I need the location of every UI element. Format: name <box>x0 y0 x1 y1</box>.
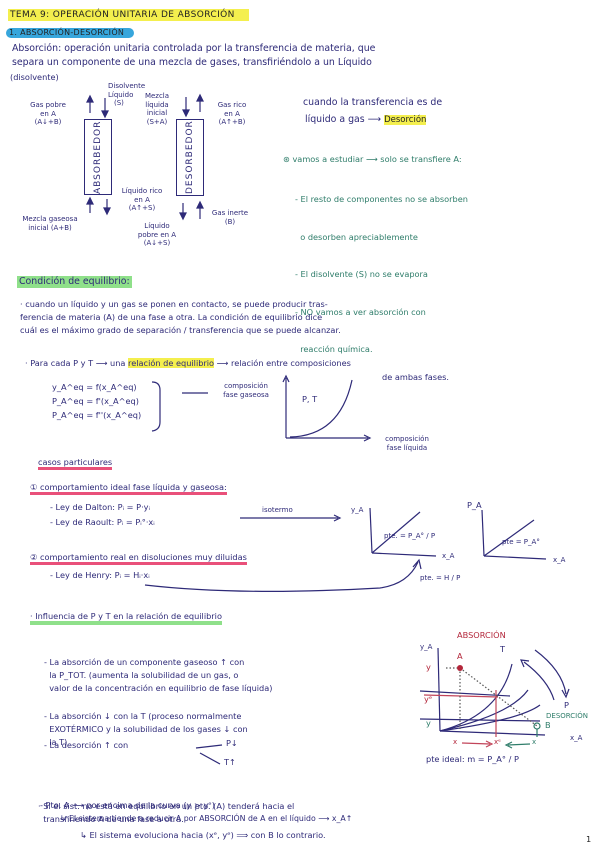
graph-xtick-x2: x <box>532 738 537 746</box>
influencia-heading: · Influencia de P y T en la relación de … <box>30 611 222 625</box>
estudio-item: o desorben apreciablemente <box>295 231 418 242</box>
graph-ytick-ye: yᵉ <box>424 694 433 704</box>
graph-ideal-slope: pte ideal: m = P_A° / P <box>426 754 519 764</box>
equilibrio-heading: Condición de equilibrio: <box>17 276 132 288</box>
graph-ylabel: y_A <box>420 643 433 651</box>
ley-henry: - Ley de Henry: Pᵢ = Hᵢ·xᵢ <box>50 570 150 580</box>
page-title: TEMA 9: OPERACIÓN UNITARIA DE ABSORCIÓN <box>8 9 249 21</box>
graph2-slope: pte = P_A° <box>502 538 540 546</box>
definition: Absorción: operación unitaria controlada… <box>12 43 375 55</box>
graph-title-absorcion: ABSORCIÓN <box>457 630 506 640</box>
equilibrio-equations: y_A^eq = f(x_A^eq) P_A^eq = f'(x_A^eq) P… <box>52 382 142 420</box>
section-heading-absorcion-desorcion: 1. ABSORCIÓN-DESORCIÓN <box>6 28 135 38</box>
equilibrio-para1: · cuando un líquido y un gas se ponen en… <box>20 299 341 335</box>
influencia-item3: - La desorción ↑ con <box>44 740 129 750</box>
graph-point-a: A <box>457 651 463 661</box>
equilibrio-para2: · Para cada P y T ⟶ una relación de equi… <box>25 358 351 368</box>
label-gas-inerte: Gas inerte(B) <box>211 209 249 226</box>
influencia-item1: - La absorción de un componente gaseoso … <box>44 657 273 693</box>
definition-line2: separa un componente de una mezcla de ga… <box>12 57 372 68</box>
graph-ytick-y: y <box>426 662 431 672</box>
influencia-item5: - Pto. A ⟶ por encima de la curva (y > y… <box>40 800 215 810</box>
ley-raoult: - Ley de Raoult: Pᵢ = Pᵢ°·xᵢ <box>50 517 155 527</box>
ley-dalton: - Ley de Dalton: Pᵢ = P·yᵢ <box>50 502 150 512</box>
estudio-item: - NO vamos a ver absorción con <box>295 306 426 317</box>
estudio-item: - El resto de componentes no se absorben <box>295 194 468 204</box>
definition-line3: (disolvente) <box>10 72 59 82</box>
influencia-item2: - La absorción ↓ con la T (proceso norma… <box>44 711 248 747</box>
desorcion-branch-p: P↓ <box>226 738 238 748</box>
desorbedor-column: DESORBEDOR <box>176 119 204 196</box>
caso-1-heading: ① comportamiento ideal fase líquida y ga… <box>30 482 227 495</box>
graph1-slope: pte. = P_A° / P <box>384 532 436 540</box>
estudio-intro: ⊛ vamos a estudiar ⟶ solo se transfiere … <box>283 154 462 164</box>
definition-line1: : operación unitaria controlada por la t… <box>58 43 376 54</box>
graph-label-p: P <box>564 700 569 710</box>
equilibrio-para2-line2: de ambas fases. <box>382 372 449 382</box>
caso-2-heading: ② comportamiento real en disoluciones mu… <box>30 552 247 565</box>
henry-slope: pte. = H / P <box>420 574 461 582</box>
estudio-item: reacción química. <box>295 344 373 354</box>
definition-term: Absorción <box>12 43 59 54</box>
graph-xtick-x: x <box>453 738 458 746</box>
graph-xtick-xe: xᵉ <box>494 738 502 746</box>
graph-label-t: T <box>500 644 506 654</box>
graph2-xlabel: x_A <box>553 556 566 564</box>
graph1-ylabel: y_A <box>351 506 364 514</box>
graph1-xlabel: x_A <box>442 552 455 560</box>
graph-ytick-y2: y <box>426 718 431 728</box>
estudio-list: - El resto de componentes no se absorben… <box>295 168 468 368</box>
influencia-item4: · Si el sist. no está en equilibrio en u… <box>38 801 295 824</box>
influencia-item5-sub2: ↳ El sistema evoluciona hacia (xᵉ, yᵉ) ⟹… <box>80 830 326 840</box>
graph-point-b: B <box>545 720 551 730</box>
graph-xlabel: x_A <box>570 734 583 742</box>
influencia-item5-sub1: ↳ El sistema tiende a reducir A por ABSO… <box>60 814 353 823</box>
desorcion-branch-t: T↑ <box>224 757 236 767</box>
graph-title-desorcion: DESORCIÓN <box>546 712 588 720</box>
graph2-ylabel: P_A <box>467 500 482 510</box>
desorcion-highlight: Desorción <box>384 115 427 125</box>
desorcion-note-line2: líquido a gas ⟶ Desorción <box>305 114 427 125</box>
equilibrio-graph-curve-label: P, T <box>302 394 318 404</box>
estudio-item: - El disolvente (S) no se evapora <box>295 269 428 279</box>
isotermo-label: isotermo <box>262 506 293 514</box>
page-number: 1 <box>586 834 592 844</box>
casos-heading: casos particulares <box>38 457 113 470</box>
absorbedor-column: ABSORBEDOR <box>84 119 112 195</box>
relacion-equilibrio-highlight: relación de equilibrio <box>128 358 215 368</box>
desorcion-note-line1: cuando la transferencia es de <box>303 97 443 108</box>
